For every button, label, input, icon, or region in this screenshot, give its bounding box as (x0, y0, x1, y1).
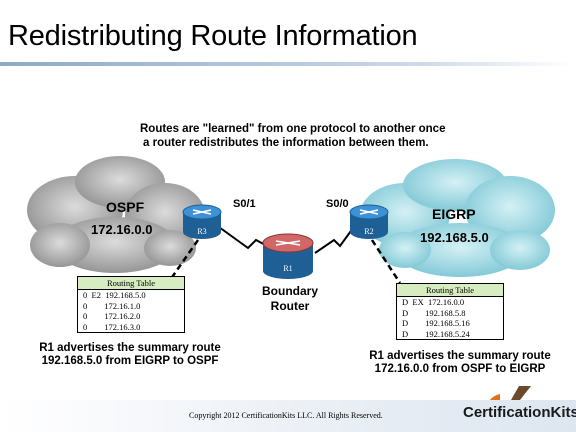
link-r1-r2 (314, 223, 357, 254)
eigrp-label: EIGRP (432, 206, 476, 222)
ospf-network: 172.16.0.0 (91, 222, 153, 237)
caption: Routes are "learned" from one protocol t… (140, 122, 480, 150)
leader-r3-table (166, 239, 200, 284)
caption-line-2: a router redistributes the information b… (143, 137, 429, 149)
title-underline (0, 62, 576, 66)
router-r2-arrows-icon (359, 209, 379, 215)
ospf-note-line-1: R1 advertises the summary route (39, 342, 221, 354)
eigrp-note-line-2: 172.16.0.0 from OSPF to EIGRP (374, 363, 546, 375)
brand-name: CertificationKits (463, 404, 576, 421)
router-r2: R2 (349, 204, 389, 239)
table-row: 0 E2 192.168.5.0 (83, 290, 146, 300)
slide-title: Redistributing Route Information (8, 20, 418, 52)
ospf-routing-table-header: Routing Table (78, 277, 184, 290)
copyright-text: Copyright 2012 CertificationKits LLC. Al… (189, 411, 383, 420)
table-row: 0 172.16.2.0 (83, 311, 141, 321)
router-r3-label: R3 (197, 227, 206, 236)
router-r1-arrows-icon (275, 240, 301, 246)
eigrp-routing-table: Routing Table D EX 172.16.0.0 D 192.168.… (396, 283, 504, 340)
router-r3: R3 (182, 204, 222, 239)
leader-r2-table (370, 239, 402, 284)
eigrp-note-line-1: R1 advertises the summary route (369, 350, 551, 362)
interface-s01: S0/1 (233, 198, 256, 210)
boundary-line-1: Boundary (262, 284, 319, 298)
table-row: 0 172.16.3.0 (83, 321, 141, 332)
eigrp-cloud (360, 159, 555, 277)
ospf-summary-note: R1 advertises the summary route 192.168.… (30, 342, 230, 368)
interface-s00: S0/0 (326, 198, 349, 210)
router-r1: R1 (262, 233, 314, 279)
router-r3-arrows-icon (192, 209, 212, 215)
boundary-line-2: Router (270, 299, 310, 313)
ospf-cloud (27, 156, 205, 273)
eigrp-network: 192.168.5.0 (420, 230, 489, 245)
footer-bar (0, 400, 576, 432)
ospf-note-line-2: 192.168.5.0 from EIGRP to OSPF (41, 355, 219, 367)
eigrp-routing-table-header: Routing Table (397, 284, 503, 297)
table-row: D 192.168.5.16 (402, 318, 470, 328)
ospf-routing-table: Routing Table 0 E2 192.168.5.0 0 172.16.… (77, 276, 185, 333)
caption-line-1: Routes are "learned" from one protocol t… (140, 123, 446, 135)
router-r1-label: R1 (283, 264, 292, 273)
table-row: D 192.168.5.8 (402, 307, 466, 318)
table-row: D EX 172.16.0.0 (402, 297, 465, 307)
boundary-router-label: Boundary Router (262, 284, 318, 314)
eigrp-summary-note: R1 advertises the summary route 172.16.0… (360, 350, 560, 376)
table-row: 0 172.16.1.0 (83, 300, 141, 311)
ospf-label: OSPF (106, 199, 145, 215)
router-r2-label: R2 (364, 227, 373, 236)
table-row: D 192.168.5.24 (402, 328, 470, 339)
